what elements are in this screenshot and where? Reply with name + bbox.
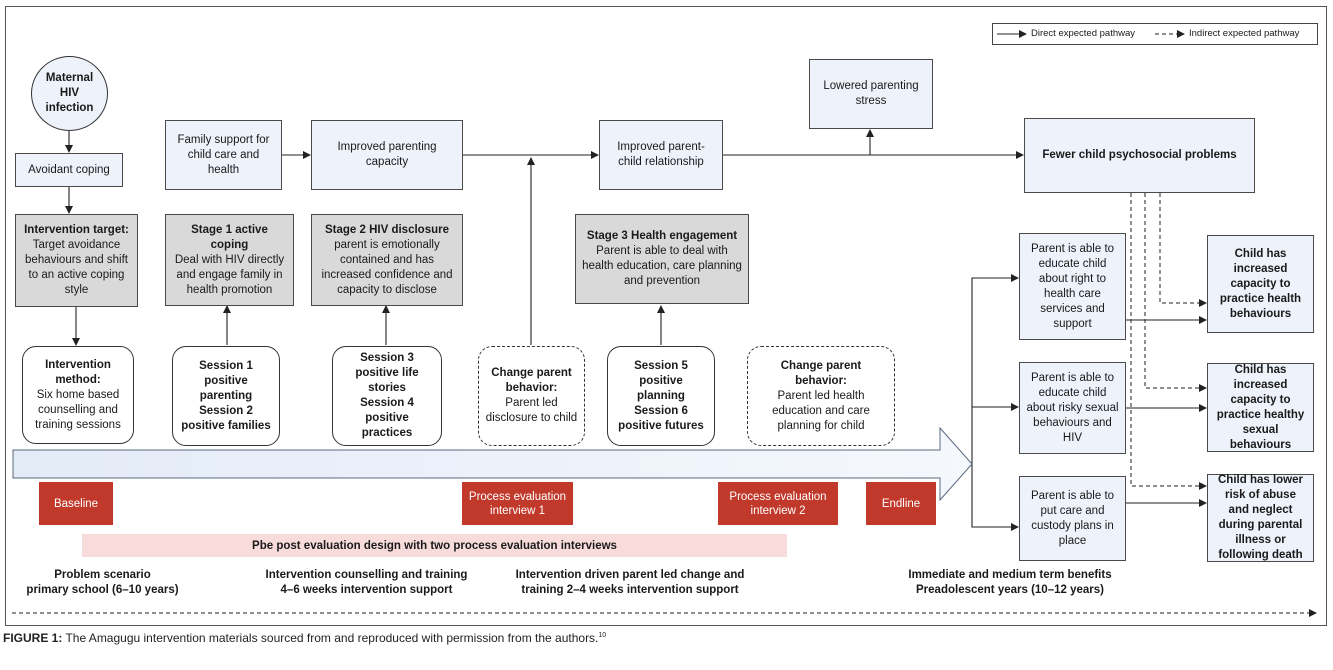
change-behavior-1-title: Change parent behavior: — [491, 367, 572, 394]
session-6: Session 6 positive futures — [618, 404, 704, 432]
arrow-to-parent-custody — [971, 453, 1019, 531]
node-avoidant-coping: Avoidant coping — [15, 153, 123, 187]
phase-benefits: Immediate and medium term benefits Pread… — [890, 568, 1130, 598]
legend-direct: Direct expected pathway — [1031, 28, 1136, 39]
node-child-health: Child has increased capacity to practice… — [1207, 235, 1314, 333]
legend: Direct expected pathway Indirect expecte… — [992, 23, 1318, 45]
phase-problem: Problem scenario primary school (6–10 ye… — [10, 568, 195, 598]
node-stage3: Stage 3 Health engagement Parent is able… — [575, 214, 749, 304]
marker-baseline: Baseline — [39, 482, 113, 525]
stage3-title: Stage 3 Health engagement — [586, 230, 738, 242]
node-stage1: Stage 1 active coping Deal with HIV dire… — [165, 214, 294, 306]
node-change-behavior-1: Change parent behavior: Parent led discl… — [478, 346, 585, 446]
phase-benefits-line1: Immediate and medium term benefits — [908, 569, 1112, 581]
phase-driven: Intervention driven parent led change an… — [502, 568, 758, 598]
node-fewer-problems: Fewer child psychosocial problems — [1024, 118, 1255, 193]
stage2-text: parent is emotionally contained and has … — [321, 238, 453, 296]
figure-frame — [5, 6, 1327, 626]
node-child-abuse: Child has lower risk of abuse and neglec… — [1207, 474, 1314, 562]
node-maternal-hiv: Maternal HIV infection — [31, 56, 108, 131]
node-improved-parenting: Improved parenting capacity — [311, 120, 463, 190]
phase-problem-line2: primary school (6–10 years) — [26, 584, 179, 596]
legend-indirect: Indirect expected pathway — [1189, 28, 1300, 39]
stage1-title: Stage 1 active coping — [191, 223, 268, 251]
node-stage2: Stage 2 HIV disclosure parent is emotion… — [311, 214, 463, 306]
phase-driven-line2: training 2–4 weeks intervention support — [521, 584, 739, 596]
intervention-method-title: Intervention method: — [45, 358, 111, 386]
stage3-text: Parent is able to deal with health educa… — [582, 245, 742, 287]
session-1: Session 1 positive parenting — [199, 359, 253, 402]
node-sessions-5-6: Session 5 positive planning Session 6 po… — [607, 346, 715, 446]
figure-caption: FIGURE 1: The Amagugu intervention mater… — [3, 631, 606, 645]
node-parent-custody: Parent is able to put care and custody p… — [1019, 476, 1126, 561]
phase-counselling-line1: Intervention counselling and training — [265, 569, 468, 581]
indirect-to-sexual — [1144, 193, 1207, 392]
phase-problem-line1: Problem scenario — [54, 569, 151, 581]
node-intervention-method: Intervention method: Six home based coun… — [22, 346, 134, 444]
session-5: Session 5 positive planning — [634, 359, 688, 402]
timeline-arrow — [12, 426, 973, 502]
phase-benefits-line2: Preadolescent years (10–12 years) — [916, 584, 1104, 596]
change-behavior-1-text: Parent led disclosure to child — [485, 397, 578, 424]
node-parent-rights: Parent is able to educate child about ri… — [1019, 233, 1126, 340]
marker-process-eval-2: Process evaluation interview 2 — [718, 482, 838, 525]
change-behavior-2-text: Parent led health education and care pla… — [772, 389, 870, 432]
node-child-sexual: Child has increased capacity to practice… — [1207, 363, 1314, 452]
node-sessions-1-2: Session 1 positive parenting Session 2 p… — [172, 346, 280, 446]
node-sessions-3-4: Session 3 positive life stories Session … — [332, 346, 442, 446]
node-change-behavior-2: Change parent behavior: Parent led healt… — [747, 346, 895, 446]
indirect-to-abuse — [1130, 193, 1207, 490]
node-improved-relationship: Improved parent-child relationship — [599, 120, 723, 190]
phase-counselling-line2: 4–6 weeks intervention support — [280, 584, 453, 596]
node-parent-risky: Parent is able to educate child about ri… — [1019, 362, 1126, 454]
caption-ref: 10 — [598, 632, 607, 639]
marker-endline: Endline — [866, 482, 936, 525]
phase-counselling: Intervention counselling and training 4–… — [250, 568, 483, 598]
node-intervention-target: Intervention target: Target avoidance be… — [15, 214, 138, 307]
caption-text: The Amagugu intervention materials sourc… — [62, 631, 599, 645]
caption-label: FIGURE 1: — [3, 631, 63, 645]
phase-driven-line1: Intervention driven parent led change an… — [515, 569, 745, 581]
session-3: Session 3 positive life stories — [355, 352, 419, 394]
node-family-support: Family support for child care and health — [165, 120, 282, 190]
design-band: Pbe post evaluation design with two proc… — [82, 534, 787, 557]
stage1-text: Deal with HIV directly and engage family… — [174, 253, 285, 296]
node-lowered-stress: Lowered parenting stress — [809, 59, 933, 129]
stage2-title: Stage 2 HIV disclosure — [325, 223, 449, 236]
intervention-method-text: Six home based counselling and training … — [35, 388, 121, 431]
indirect-to-health — [1159, 193, 1207, 307]
change-behavior-2-title: Change parent behavior: — [780, 359, 862, 387]
intervention-target-text: Target avoidance behaviours and shift to… — [25, 239, 128, 296]
session-4: Session 4 positive practices — [360, 397, 414, 439]
intervention-target-title: Intervention target: — [24, 224, 129, 236]
marker-process-eval-1: Process evaluation interview 1 — [462, 482, 573, 525]
arrow-to-parent-rights — [971, 274, 1019, 453]
session-2: Session 2 positive families — [181, 404, 271, 432]
